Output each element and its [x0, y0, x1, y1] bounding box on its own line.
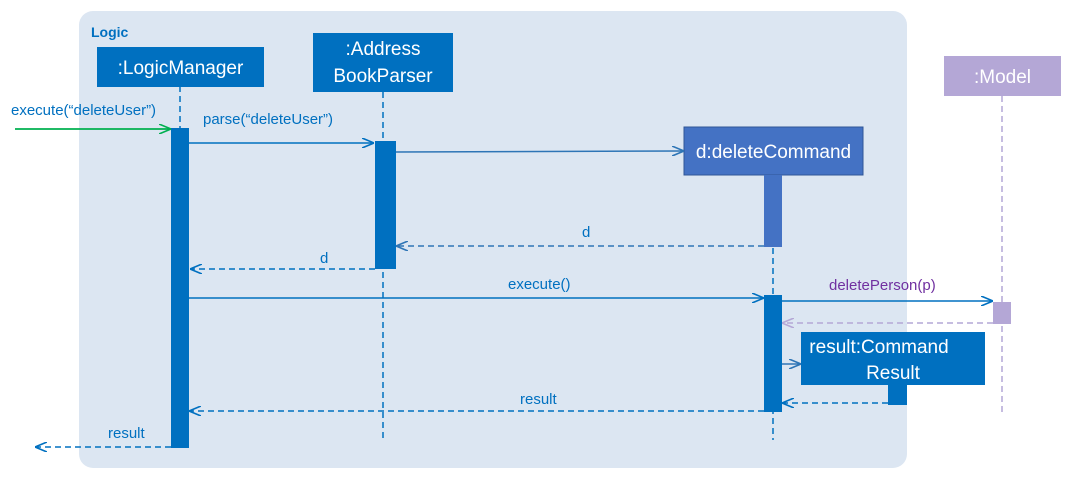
parser-activation: [375, 141, 396, 269]
return-result-to-manager-label: result: [520, 391, 558, 408]
delete-command-creation-activation: [764, 175, 782, 247]
execute-label: execute(): [508, 276, 571, 293]
execute-in-label: execute(“deleteUser”): [11, 102, 156, 119]
logic-manager-box: [97, 47, 264, 87]
return-d-from-command-label: d: [582, 224, 590, 241]
parser-label-line2: BookParser: [333, 66, 433, 87]
return-d-to-manager-label: d: [320, 250, 328, 267]
parse-label: parse(“deleteUser”): [203, 111, 333, 128]
command-result-label-line1: result:Command: [809, 337, 948, 358]
delete-command-activation: [764, 295, 782, 412]
delete-command-label: d:deleteCommand: [696, 142, 851, 163]
model-activation: [993, 302, 1011, 324]
logic-frame: [79, 11, 907, 468]
command-result-activation: [888, 382, 907, 405]
delete-person-label: deletePerson(p): [829, 277, 936, 294]
logic-frame-label: Logic: [91, 24, 129, 40]
logic-manager-label: :LogicManager: [118, 58, 244, 79]
command-result-label-line2: Result: [866, 363, 921, 384]
command-result-box: [801, 332, 985, 385]
model-box: [944, 56, 1061, 96]
model-label: :Model: [974, 67, 1031, 88]
parser-box: [313, 33, 453, 92]
parser-label-line1: :Address: [346, 39, 421, 60]
logic-manager-activation: [171, 128, 189, 448]
return-result-out-label: result: [108, 425, 146, 442]
create-command-arrow: [395, 151, 683, 152]
delete-command-box: [683, 126, 864, 176]
